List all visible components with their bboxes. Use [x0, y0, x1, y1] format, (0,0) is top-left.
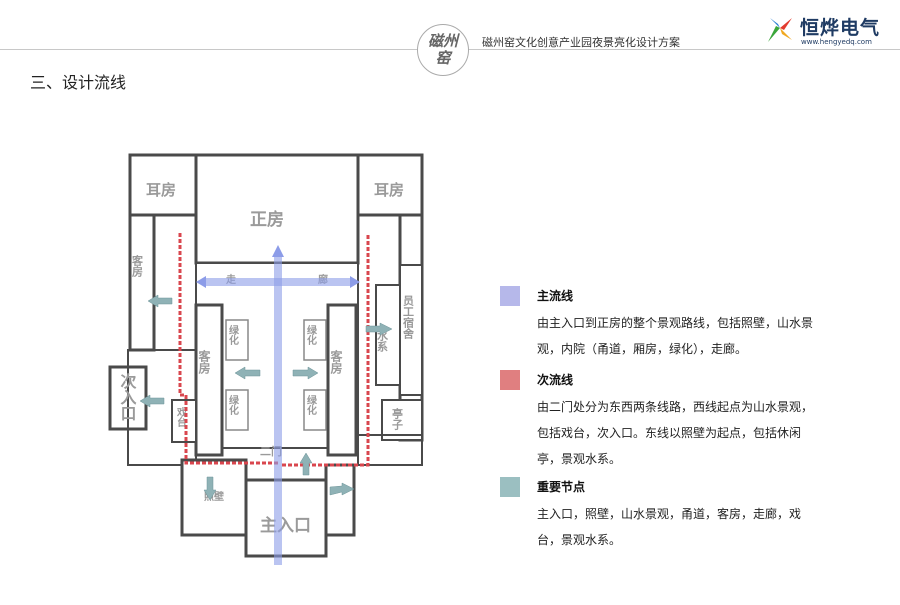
main-hall-room [194, 153, 360, 265]
node-arrow-screen-wall [203, 476, 217, 501]
lower-right-block [324, 463, 356, 537]
stage-room [171, 399, 197, 443]
label-right-guest-inner: 客房 [329, 349, 343, 375]
node-arrow-green-right [292, 366, 319, 380]
legend-title: 次流线 [537, 373, 574, 387]
secondary-flow-swatch [500, 370, 520, 390]
label-water-system: 水系 [376, 329, 389, 353]
hengye-logo: 恒烨电气 www.hengyedq.com [764, 12, 892, 48]
legend-description: 主入口，照壁，山水景观，甬道，客房，走廊，戏台，景观水系。 [537, 507, 802, 547]
node-arrow-lower-right [329, 482, 355, 496]
legend-description: 由二门处分为东西两条线路，西线起点为山水景观，包括戏台，次入口。东线以照壁为起点… [537, 400, 814, 466]
section-title: 三、设计流线 [30, 73, 127, 92]
main-flow-arrow-up [272, 245, 284, 257]
label-main-hall: 正房 [250, 209, 284, 230]
label-green-4: 绿化 [305, 394, 317, 416]
legend-secondary-flow: 次流线 由二门处分为东西两条线路，西线起点为山水景观，包括戏台，次入口。东线以照… [500, 370, 820, 470]
green-block-2 [225, 389, 249, 431]
node-arrow-secondary-entrance [139, 394, 165, 408]
hengye-logo-icon [768, 18, 792, 42]
lower-left-wall [127, 349, 197, 466]
main-flow-swatch [500, 286, 520, 306]
legend-title: 主流线 [537, 289, 574, 303]
label-left-ear: 耳房 [146, 181, 176, 199]
legend-description: 由主入口到正房的整个景观路线，包括照壁，山水景观，内院（甬道，厢房，绿化），走廊… [537, 316, 814, 356]
left-guest-inner-room [194, 303, 224, 457]
node-arrow-rockery [299, 452, 313, 476]
node-arrow-water [365, 322, 393, 336]
project-title: 磁州窑文化创意产业园夜景亮化设计方案 [482, 36, 680, 49]
secondary-flow-east [280, 235, 370, 467]
label-right-ear: 耳房 [374, 181, 404, 199]
label-main-entrance: 主入口 [260, 515, 311, 536]
main-flow-arrow-right [350, 276, 360, 288]
logo-url: www.hengyedq.com [801, 38, 872, 46]
main-entrance-room [244, 478, 328, 558]
legend-main-flow: 主流线 由主入口到正房的整个景观路线，包括照壁，山水景观，内院（甬道，厢房，绿化… [500, 286, 820, 366]
lower-right-wall [357, 434, 423, 466]
label-green-2: 绿化 [227, 394, 239, 416]
label-left-guest-inner: 客房 [197, 349, 211, 375]
label-staff-dorm: 员工宿舍 [402, 295, 415, 340]
label-left-guest-outer: 客房 [131, 254, 145, 278]
secondary-flow-west [178, 233, 280, 465]
label-green-3: 绿化 [305, 324, 317, 346]
green-block-4 [303, 389, 327, 431]
cizhou-seal-logo: 磁州窑 [417, 24, 469, 76]
floor-plan-diagram: 耳房 耳房 正房 水系 员工宿舍 亭子 客房 客房 客房 绿化 绿化 绿化 绿化… [108, 153, 424, 565]
right-guest-inner-room [326, 303, 358, 457]
green-block-3 [303, 319, 327, 361]
legend-key-nodes: 重要节点 主入口，照壁，山水景观，甬道，客房，走廊，戏台，景观水系。 [500, 477, 820, 557]
label-green-1: 绿化 [227, 324, 239, 346]
left-ear-room [128, 153, 198, 217]
right-ear-room [356, 153, 424, 217]
label-secondary-entrance: 次入口 [118, 372, 137, 421]
screen-wall-room [180, 458, 248, 537]
node-arrow-green-left [234, 366, 261, 380]
logo-name: 恒烨电气 [800, 17, 881, 39]
key-nodes-swatch [500, 477, 520, 497]
seal-text: 磁州窑 [427, 32, 458, 67]
green-block-1 [225, 319, 249, 361]
main-flow-arrow-left [196, 276, 206, 288]
label-stage: 戏台 [175, 406, 188, 428]
node-arrow-left-guest [147, 294, 173, 308]
legend-title: 重要节点 [537, 480, 586, 494]
label-pavilion: 亭子 [391, 407, 404, 431]
pavilion-room [381, 399, 423, 441]
left-guest-outer-room [128, 213, 156, 352]
